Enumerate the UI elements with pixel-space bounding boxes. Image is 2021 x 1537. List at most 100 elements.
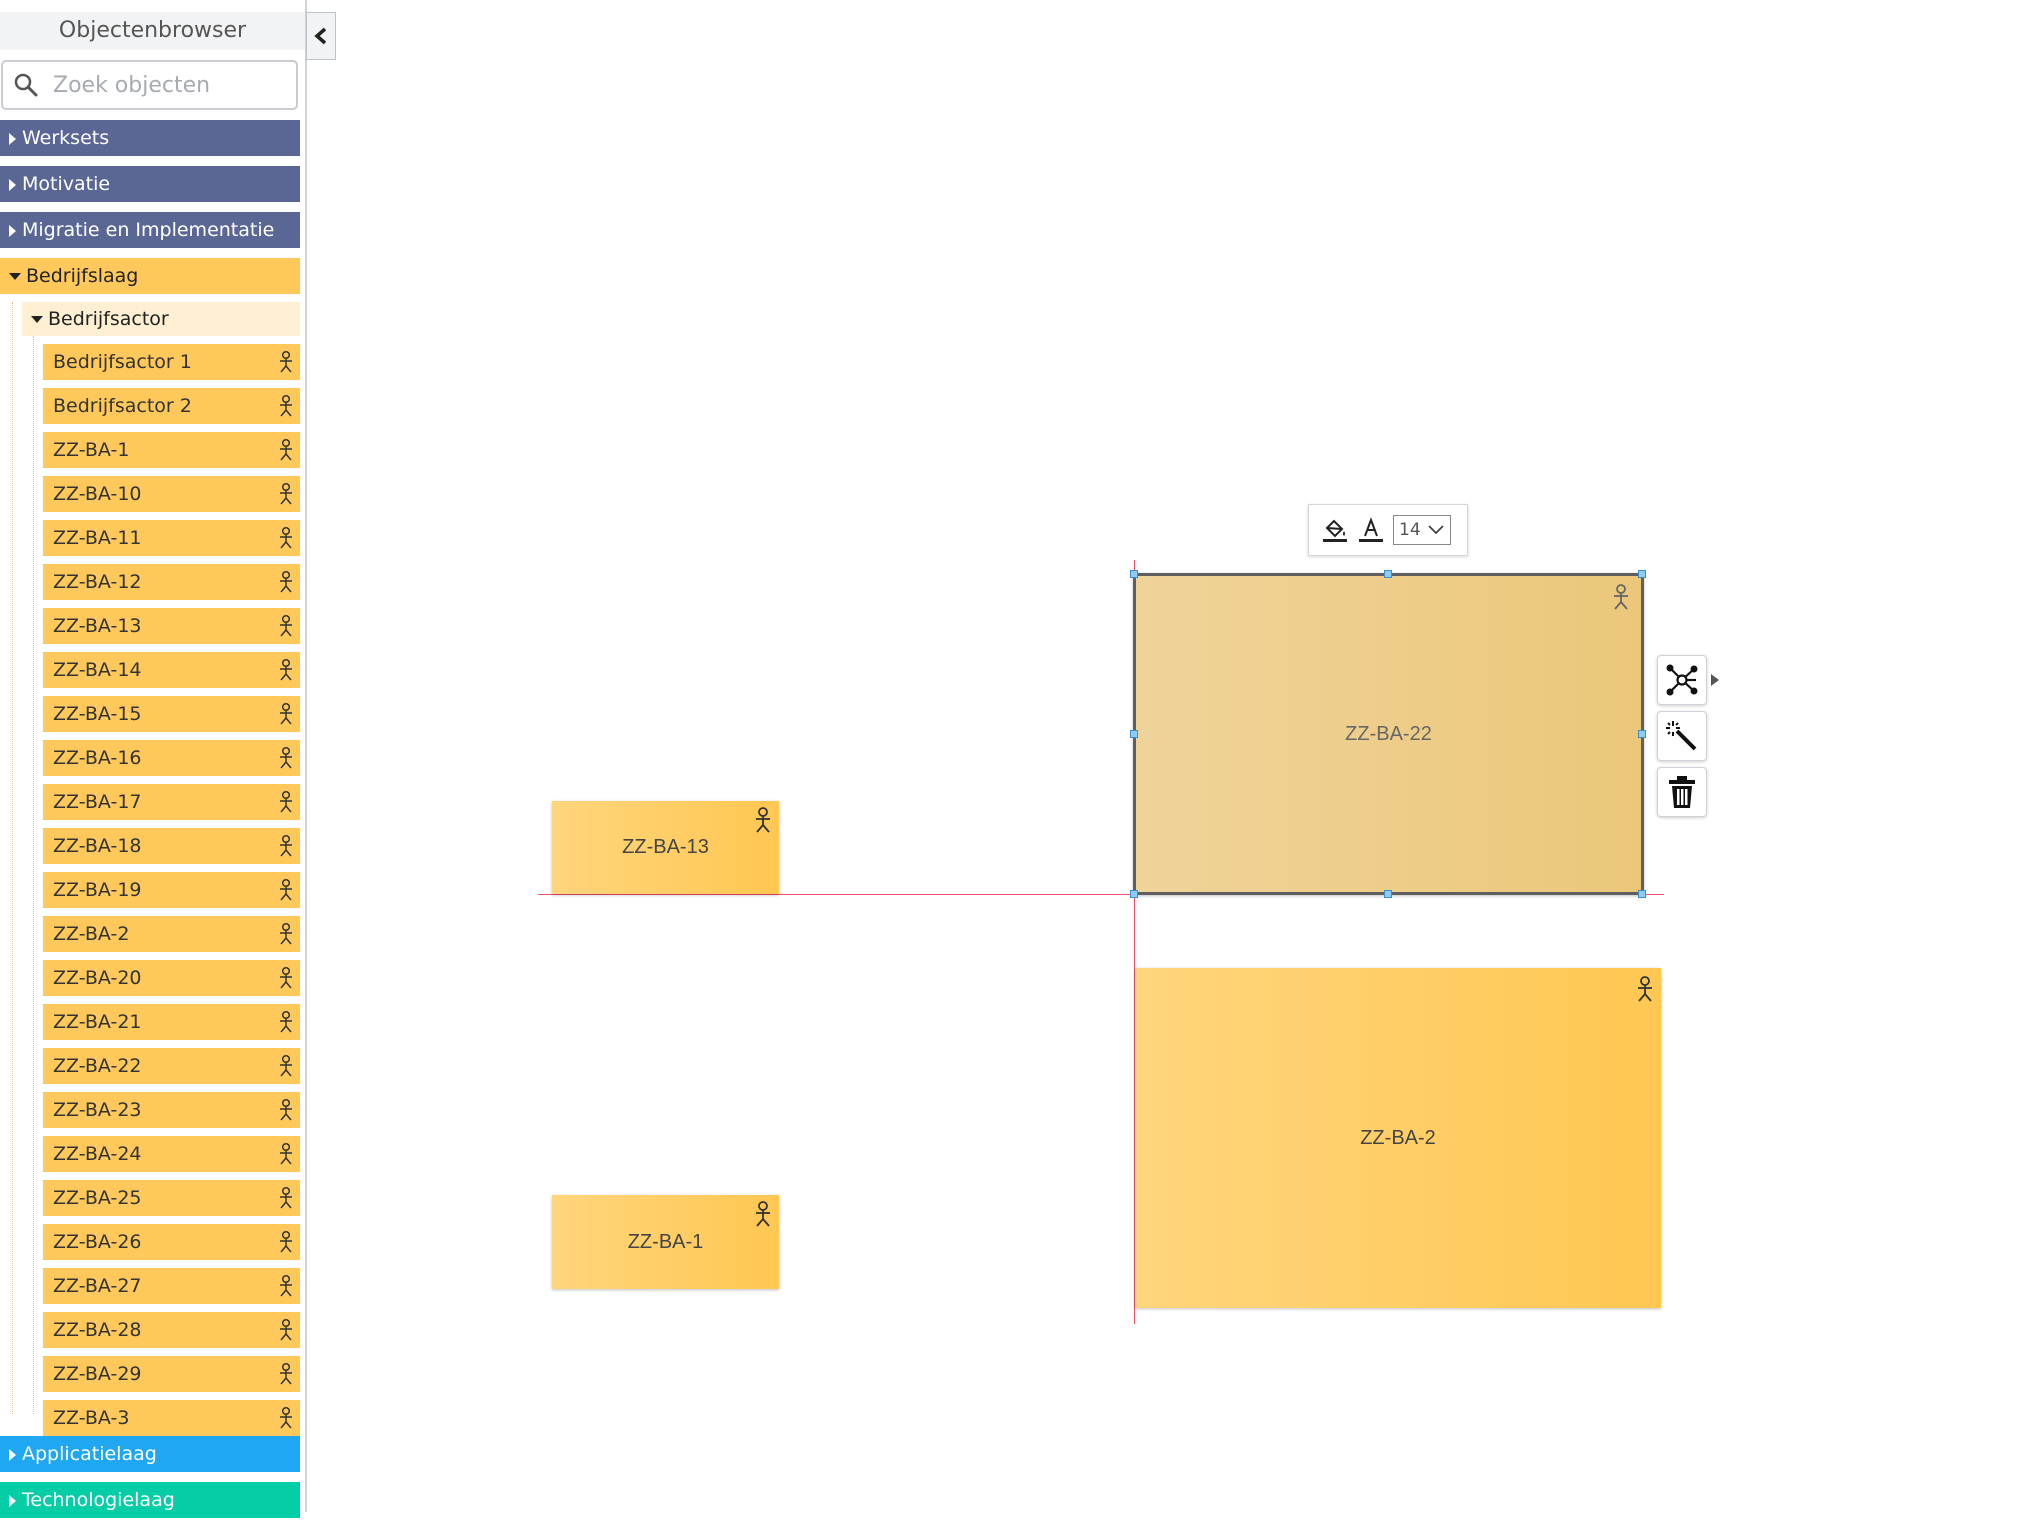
search-input[interactable] (51, 71, 275, 99)
actor-icon (280, 394, 292, 417)
paint-bucket-icon[interactable] (1321, 516, 1349, 544)
actor-icon (280, 1010, 292, 1033)
object-browser-panel: Objectenbrowser Werksets Motivatie Migra… (0, 0, 307, 1518)
caret-right-icon (9, 225, 16, 237)
list-item[interactable]: ZZ-BA-16 (43, 740, 300, 776)
list-item[interactable]: ZZ-BA-17 (43, 784, 300, 820)
list-item[interactable]: Bedrijfsactor 1 (43, 344, 300, 380)
category-technologielaag[interactable]: Technologielaag (0, 1482, 300, 1518)
list-item-label: ZZ-BA-12 (53, 571, 142, 593)
list-item[interactable]: ZZ-BA-15 (43, 696, 300, 732)
list-item-label: ZZ-BA-23 (53, 1099, 142, 1121)
list-item-label: ZZ-BA-20 (53, 967, 142, 989)
tree-guide-line (12, 302, 13, 1414)
alignment-guide-vertical (1134, 560, 1135, 1324)
list-item[interactable]: ZZ-BA-23 (43, 1092, 300, 1128)
actor-icon (280, 614, 292, 637)
actor-icon (1614, 584, 1628, 610)
resize-handle-top-left[interactable] (1130, 570, 1138, 578)
actor-icon (1638, 976, 1652, 1002)
list-item[interactable]: ZZ-BA-14 (43, 652, 300, 688)
canvas-node-zz-ba-2[interactable]: ZZ-BA-2 (1135, 968, 1661, 1308)
list-item[interactable]: ZZ-BA-1 (43, 432, 300, 468)
list-item[interactable]: ZZ-BA-3 (43, 1400, 300, 1436)
list-item[interactable]: Bedrijfsactor 2 (43, 388, 300, 424)
category-migratie-en-implementatie[interactable]: Migratie en Implementatie (0, 212, 300, 248)
list-item[interactable]: ZZ-BA-12 (43, 564, 300, 600)
resize-handle-bottom-left[interactable] (1130, 890, 1138, 898)
actor-icon (280, 1274, 292, 1297)
list-item[interactable]: ZZ-BA-10 (43, 476, 300, 512)
list-item-label: ZZ-BA-16 (53, 747, 142, 769)
list-item[interactable]: ZZ-BA-28 (43, 1312, 300, 1348)
list-item-label: ZZ-BA-29 (53, 1363, 142, 1385)
canvas-node-zz-ba-1[interactable]: ZZ-BA-1 (552, 1195, 779, 1289)
delete-button[interactable] (1657, 767, 1707, 817)
resize-handle-left[interactable] (1130, 730, 1138, 738)
list-item[interactable]: ZZ-BA-22 (43, 1048, 300, 1084)
actor-icon (280, 746, 292, 769)
list-item-label: ZZ-BA-10 (53, 483, 142, 505)
actor-icon (280, 1098, 292, 1121)
list-item-label: ZZ-BA-28 (53, 1319, 142, 1341)
resize-handle-top-right[interactable] (1638, 570, 1646, 578)
actor-icon (280, 878, 292, 901)
list-item-label: ZZ-BA-1 (53, 439, 130, 461)
magic-wand-button[interactable] (1657, 711, 1707, 761)
actor-icon (280, 1054, 292, 1077)
list-item[interactable]: ZZ-BA-25 (43, 1180, 300, 1216)
collapse-panel-button[interactable] (306, 12, 336, 60)
list-item[interactable]: ZZ-BA-19 (43, 872, 300, 908)
font-size-select[interactable]: 14 (1393, 515, 1451, 545)
list-item[interactable]: ZZ-BA-21 (43, 1004, 300, 1040)
actor-icon (280, 1318, 292, 1341)
list-item-label: ZZ-BA-17 (53, 791, 142, 813)
text-color-icon[interactable] (1357, 516, 1385, 544)
relations-button[interactable] (1657, 655, 1707, 705)
list-item-label: ZZ-BA-15 (53, 703, 142, 725)
actor-icon (280, 702, 292, 725)
caret-right-icon (9, 179, 16, 191)
resize-handle-bottom[interactable] (1384, 890, 1392, 898)
caret-right-icon[interactable] (1711, 674, 1719, 686)
category-label: Motivatie (22, 173, 111, 195)
panel-title: Objectenbrowser (0, 12, 305, 50)
network-icon (1666, 664, 1698, 696)
list-item[interactable]: ZZ-BA-27 (43, 1268, 300, 1304)
resize-handle-right[interactable] (1638, 730, 1646, 738)
list-item[interactable]: ZZ-BA-18 (43, 828, 300, 864)
list-item-label: ZZ-BA-2 (53, 923, 130, 945)
category-motivatie[interactable]: Motivatie (0, 166, 300, 202)
category-applicatielaag[interactable]: Applicatielaag (0, 1436, 300, 1472)
subcategory-label: Bedrijfsactor (48, 308, 169, 330)
list-item-label: ZZ-BA-24 (53, 1143, 142, 1165)
canvas-node-zz-ba-22-selected[interactable]: ZZ-BA-22 (1133, 573, 1644, 895)
list-item-label: ZZ-BA-21 (53, 1011, 142, 1033)
node-label: ZZ-BA-1 (627, 1230, 704, 1253)
caret-down-icon (9, 273, 21, 280)
list-item[interactable]: ZZ-BA-13 (43, 608, 300, 644)
alignment-guide-horizontal (538, 894, 1664, 895)
actor-icon (280, 790, 292, 813)
list-item[interactable]: ZZ-BA-24 (43, 1136, 300, 1172)
caret-right-icon (9, 133, 16, 145)
canvas-node-zz-ba-13[interactable]: ZZ-BA-13 (552, 801, 779, 894)
resize-handle-bottom-right[interactable] (1638, 890, 1646, 898)
chevron-left-icon (314, 27, 327, 45)
subcategory-bedrijfsactor[interactable]: Bedrijfsactor (22, 302, 300, 336)
list-item[interactable]: ZZ-BA-11 (43, 520, 300, 556)
list-item-label: ZZ-BA-3 (53, 1407, 130, 1429)
list-item-label: ZZ-BA-22 (53, 1055, 142, 1077)
category-bedrijfslaag[interactable]: Bedrijfslaag (0, 258, 300, 294)
resize-handle-top[interactable] (1384, 570, 1392, 578)
search-box[interactable] (1, 60, 298, 110)
list-item-label: ZZ-BA-26 (53, 1231, 142, 1253)
list-item[interactable]: ZZ-BA-26 (43, 1224, 300, 1260)
trash-icon (1669, 776, 1695, 808)
category-werksets[interactable]: Werksets (0, 120, 300, 156)
list-item[interactable]: ZZ-BA-29 (43, 1356, 300, 1392)
list-item[interactable]: ZZ-BA-20 (43, 960, 300, 996)
list-item[interactable]: ZZ-BA-2 (43, 916, 300, 952)
list-item-label: ZZ-BA-25 (53, 1187, 142, 1209)
